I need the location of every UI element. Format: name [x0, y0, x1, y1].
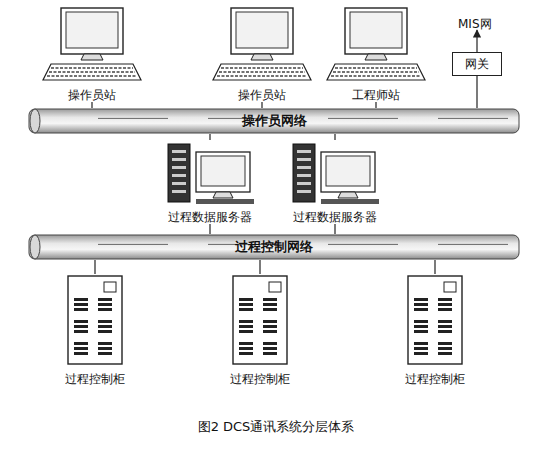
network-link [91, 102, 92, 108]
network-name: 操作员网络 [28, 114, 520, 128]
uplink-arrow [476, 30, 477, 52]
network-link [261, 102, 262, 108]
network-link [375, 102, 376, 108]
cabinet-icon [50, 274, 140, 368]
network-link [334, 134, 335, 140]
network-name: 过程控制网络 [28, 240, 520, 254]
cabinet-icon [390, 274, 480, 368]
node-label: 操作员站 [207, 88, 317, 102]
monitor-icon [321, 6, 431, 84]
network-link [434, 260, 435, 274]
node-label: 工程师站 [321, 88, 431, 102]
server-icon [160, 140, 260, 206]
data-server: 过程数据服务器 [285, 140, 385, 224]
network-link [476, 76, 477, 108]
network-bus: 操作员网络 [28, 108, 520, 134]
gateway-box: 网关 [452, 52, 502, 76]
control-cabinet: 过程控制柜 [215, 274, 305, 386]
node-label: 过程控制柜 [390, 372, 480, 386]
node-label: 过程数据服务器 [160, 210, 260, 224]
network-link [209, 134, 210, 140]
network-link [209, 224, 210, 234]
node-label: 过程控制柜 [50, 372, 140, 386]
figure-caption: 图2 DCS通讯系统分层体系 [0, 418, 552, 436]
network-bus: 过程控制网络 [28, 234, 520, 260]
monitor-icon [37, 6, 147, 84]
workstation: 操作员站 [37, 6, 147, 102]
node-label: 过程数据服务器 [285, 210, 385, 224]
control-cabinet: 过程控制柜 [390, 274, 480, 386]
server-icon [285, 140, 385, 206]
node-label: 过程控制柜 [215, 372, 305, 386]
cabinet-icon [215, 274, 305, 368]
workstation: 工程师站 [321, 6, 431, 102]
node-label: 网关 [453, 57, 501, 71]
network-link [94, 260, 95, 274]
data-server: 过程数据服务器 [160, 140, 260, 224]
control-cabinet: 过程控制柜 [50, 274, 140, 386]
network-label: MIS网 [458, 16, 492, 33]
workstation: 操作员站 [207, 6, 317, 102]
node-label: 操作员站 [37, 88, 147, 102]
network-link [259, 260, 260, 274]
monitor-icon [207, 6, 317, 84]
network-link [334, 224, 335, 234]
